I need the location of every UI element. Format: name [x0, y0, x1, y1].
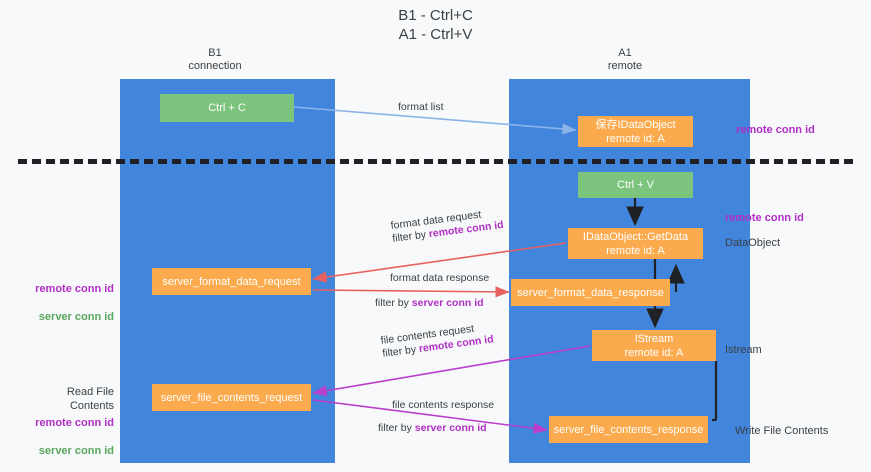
page-title: B1 - Ctrl+C A1 - Ctrl+V	[398, 7, 473, 43]
phase-divider	[18, 159, 853, 164]
node-idataobject-getdata-label: IDataObject::GetData	[582, 230, 689, 243]
filter-key-server-conn-id-2: server conn id	[414, 422, 487, 434]
side-label-left-conn-ids: remote conn id server conn id	[20, 268, 114, 338]
edge-label-format-list: format list	[398, 101, 444, 113]
filter-key-server-conn-id: server conn id	[411, 297, 484, 309]
edge-format-data-request	[312, 242, 567, 283]
side-label-left-server-conn-id: server conn id	[38, 311, 114, 323]
node-idataobject-getdata-sublabel: remote id: A	[606, 244, 665, 257]
node-ctrl-c[interactable]: Ctrl + C	[160, 94, 294, 122]
node-save-idataobject-sublabel: remote id: A	[606, 132, 665, 145]
side-label-remote-conn-id-mid: remote conn id	[725, 212, 804, 224]
node-server-file-contents-response[interactable]: server_file_contents_response	[549, 416, 708, 443]
column-header-a1: A1 remote	[607, 47, 643, 72]
node-server-format-data-request-label: server_format_data_request	[162, 275, 301, 288]
side-label-left-remote-conn-id-2: remote conn id	[35, 417, 114, 429]
side-label-istream: Istream	[725, 344, 762, 356]
node-ctrl-c-label: Ctrl + C	[208, 102, 246, 114]
node-server-file-contents-response-label: server_file_contents_response	[553, 423, 704, 436]
node-istream-sublabel: remote id: A	[624, 346, 684, 359]
node-server-format-data-response-label: server_format_data_response	[517, 286, 664, 299]
node-ctrl-v-label: Ctrl + V	[617, 179, 654, 191]
node-istream-label: IStream	[634, 332, 674, 345]
side-label-left-conn-ids-2: remote conn id server conn id	[20, 402, 114, 472]
side-label-left-server-conn-id-2: server conn id	[38, 445, 114, 457]
node-save-idataobject[interactable]: 保存IDataObject remote id: A	[578, 116, 693, 147]
side-label-left-remote-conn-id: remote conn id	[35, 283, 114, 295]
edge-label-format-data-response: format data response	[390, 272, 490, 284]
node-server-format-data-request[interactable]: server_format_data_request	[152, 268, 311, 295]
column-header-b1: B1 connection	[188, 47, 242, 72]
side-label-dataobject: DataObject	[725, 237, 781, 249]
side-label-write-file-contents: Write File Contents	[735, 425, 829, 437]
edge-format-data-response	[312, 286, 510, 298]
filter-prefix: filter by	[375, 297, 412, 309]
node-server-format-data-response[interactable]: server_format_data_response	[511, 279, 670, 306]
node-server-file-contents-request-label: server_file_contents_request	[160, 391, 303, 404]
edge-file-contents-response	[312, 399, 548, 434]
edge-file-contents-request	[312, 345, 591, 397]
edge-format-list	[293, 106, 577, 135]
side-label-remote-conn-id-top: remote conn id	[736, 124, 815, 136]
node-ctrl-v[interactable]: Ctrl + V	[578, 172, 693, 198]
edge-label-format-data-response-filter: filter by server conn id	[375, 297, 484, 310]
node-server-file-contents-request[interactable]: server_file_contents_request	[152, 384, 311, 411]
edge-label-file-contents-response: file contents response	[392, 399, 495, 411]
side-label-read-file-contents: Read File Contents	[66, 386, 114, 412]
node-istream[interactable]: IStream remote id: A	[592, 330, 716, 361]
filter-prefix: filter by	[378, 422, 415, 434]
node-save-idataobject-label: 保存IDataObject	[595, 118, 676, 131]
node-idataobject-getdata[interactable]: IDataObject::GetData remote id: A	[568, 228, 703, 259]
edge-label-file-contents-response-filter: filter by server conn id	[378, 422, 487, 435]
